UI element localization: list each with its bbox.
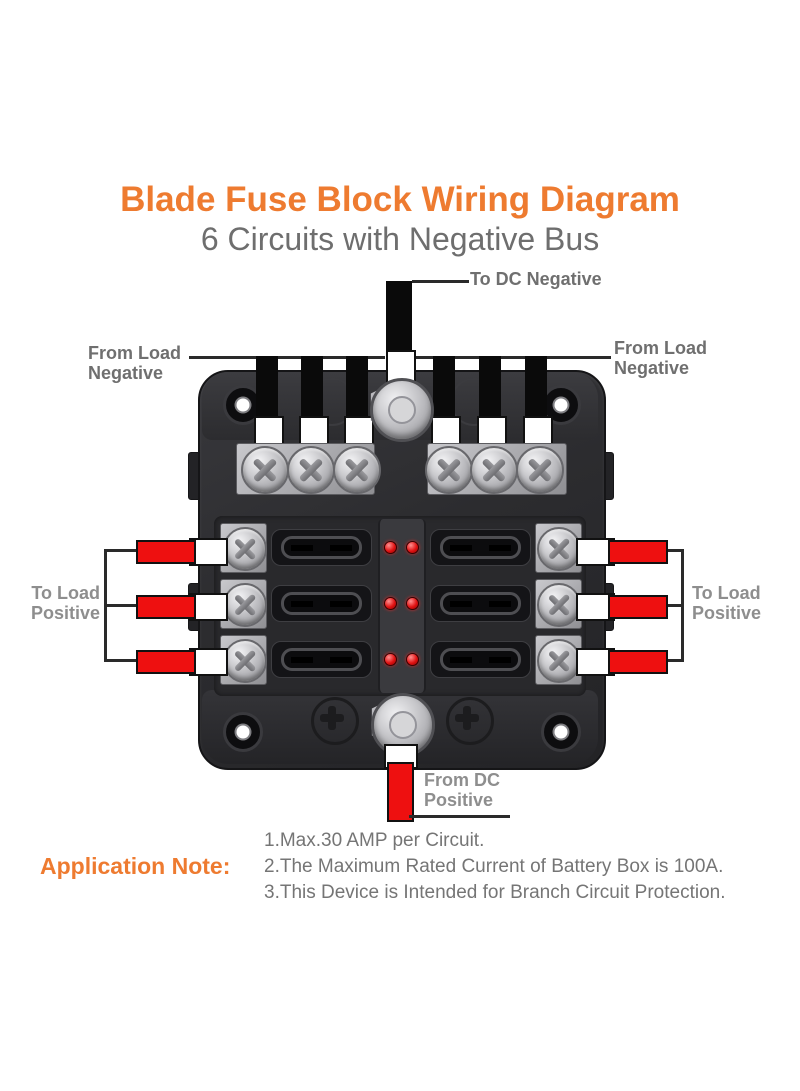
mounting-hole-bottom-left [223, 712, 263, 752]
application-note-line: 3.This Device is Intended for Branch Cir… [264, 882, 726, 903]
terminal-screw [223, 583, 267, 627]
bracket-stub-right-1 [660, 549, 684, 552]
leader-line-from-load-negative-right [413, 356, 611, 359]
fuse-socket [430, 529, 531, 566]
page-subtitle: 6 Circuits with Negative Bus [200, 221, 600, 257]
fuse-socket [430, 641, 531, 678]
black-wire-negative [525, 356, 547, 422]
bus-screw [470, 446, 518, 494]
leader-line-from-load-negative-left [189, 356, 385, 359]
bracket-stub-left-3 [104, 659, 138, 662]
label-from-dc-positive: From DC Positive [424, 770, 500, 810]
application-note-label: Application Note: [40, 853, 231, 879]
terminal-screw [223, 527, 267, 571]
black-wire-negative [256, 356, 278, 422]
red-wire-positive [136, 540, 196, 564]
label-to-load-positive-right: To Load Positive [692, 583, 762, 623]
bracket-stub-left-2 [104, 604, 138, 607]
red-wire-positive [608, 650, 668, 674]
application-note-line: 1.Max.30 AMP per Circuit. [264, 830, 485, 851]
bracket-stub-right-2 [660, 604, 684, 607]
bus-screw [241, 446, 289, 494]
led-indicator [406, 597, 419, 610]
plus-icon [463, 706, 471, 730]
label-from-load-negative-right: From Load Negative [614, 338, 707, 378]
red-wire-positive [608, 595, 668, 619]
page-title: Blade Fuse Block Wiring Diagram [120, 180, 680, 219]
fuse-socket [430, 585, 531, 622]
bus-screw [516, 446, 564, 494]
plus-emboss-circle [446, 697, 494, 745]
terminal-screw [537, 639, 581, 683]
black-wire-negative [479, 356, 501, 422]
mounting-hole-bottom-right [541, 712, 581, 752]
black-wire-negative [346, 356, 368, 422]
leader-line-to-dc-negative [412, 280, 469, 283]
bus-screw [333, 446, 381, 494]
bracket-stub-left-1 [104, 549, 138, 552]
label-from-load-negative-left: From Load Negative [88, 343, 181, 383]
led-indicator [406, 541, 419, 554]
led-indicator [406, 653, 419, 666]
black-wire-negative [301, 356, 323, 422]
stud-bolt-top [370, 378, 434, 442]
bracket-stub-right-3 [660, 659, 684, 662]
red-wire-positive [136, 650, 196, 674]
led-indicator [384, 653, 397, 666]
red-wire-positive [136, 595, 196, 619]
bus-screw [287, 446, 335, 494]
red-wire-dc-positive [387, 762, 414, 822]
bus-screw [425, 446, 473, 494]
label-to-dc-negative: To DC Negative [470, 269, 602, 289]
black-wire-dc-negative [386, 281, 412, 357]
fuse-socket [271, 529, 372, 566]
black-wire-negative [433, 356, 455, 422]
label-to-load-positive-left: To Load Positive [30, 583, 100, 623]
terminal-screw [537, 527, 581, 571]
fuse-socket [271, 585, 372, 622]
leader-line-from-dc-positive [409, 815, 510, 818]
terminal-screw [537, 583, 581, 627]
plus-icon [328, 706, 336, 730]
plus-emboss-circle [311, 697, 359, 745]
fuse-socket [271, 641, 372, 678]
red-wire-positive [608, 540, 668, 564]
led-indicator [384, 597, 397, 610]
terminal-screw [223, 639, 267, 683]
led-indicator [384, 541, 397, 554]
application-note-line: 2.The Maximum Rated Current of Battery B… [264, 856, 724, 877]
